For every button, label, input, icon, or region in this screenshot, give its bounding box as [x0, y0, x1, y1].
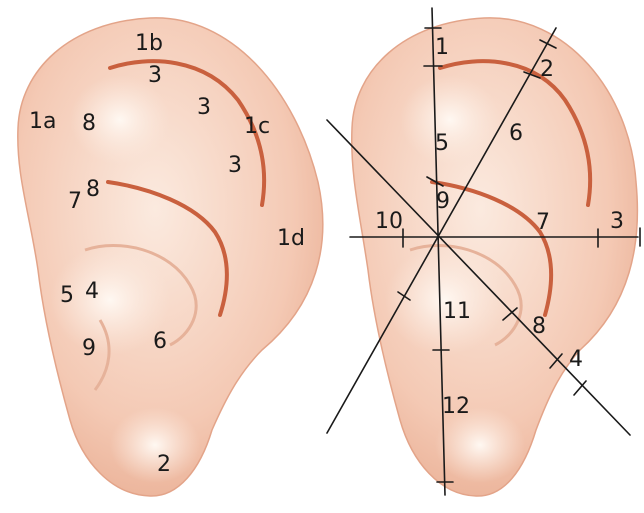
zone-label-1: 1	[435, 35, 449, 60]
label-3-lower: 3	[228, 153, 242, 178]
label-9: 9	[82, 336, 96, 361]
zone-label-8: 8	[532, 314, 546, 339]
label-3-top: 3	[148, 63, 162, 88]
label-6: 6	[153, 329, 167, 354]
left-ear-highlight-lobe	[110, 407, 200, 483]
right-ear	[327, 8, 640, 496]
label-7: 7	[68, 189, 82, 214]
label-8-upper: 8	[82, 111, 96, 136]
zone-label-3: 3	[610, 209, 624, 234]
zone-label-4: 4	[569, 347, 583, 372]
zone-label-12: 12	[442, 394, 470, 419]
zone-label-2: 2	[540, 57, 554, 82]
right-ear-highlight-upper	[400, 75, 500, 165]
label-1b: 1b	[135, 31, 163, 56]
label-1c: 1c	[244, 114, 270, 139]
label-3-middle: 3	[197, 95, 211, 120]
zone-label-10: 10	[375, 209, 403, 234]
label-1d: 1d	[277, 226, 305, 251]
label-5: 5	[60, 283, 74, 308]
zone-label-9: 9	[436, 189, 450, 214]
zone-label-5: 5	[435, 131, 449, 156]
zone-label-6: 6	[509, 121, 523, 146]
zone-label-7: 7	[536, 210, 550, 235]
label-1a: 1a	[29, 109, 56, 134]
zone-label-11: 11	[443, 299, 471, 324]
left-ear	[18, 18, 323, 496]
label-8-lower: 8	[86, 177, 100, 202]
label-4: 4	[85, 279, 99, 304]
label-2: 2	[157, 452, 171, 477]
